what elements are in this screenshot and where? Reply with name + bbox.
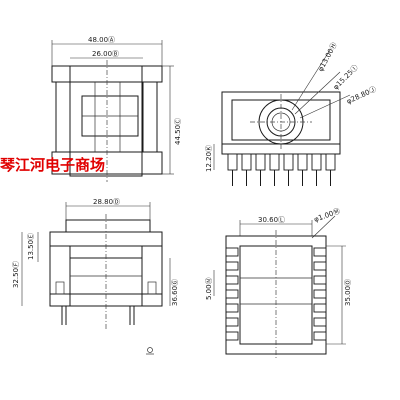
dim-right: 36.60Ⓖ	[171, 279, 179, 306]
front-view-bottom: 28.80Ⓓ 13.50Ⓔ 32.50Ⓕ 36.60Ⓖ	[12, 198, 179, 355]
pin	[255, 153, 266, 171]
pin-pad	[225, 303, 239, 313]
dim-side-height: 12.20Ⓚ	[205, 145, 213, 172]
dim-left-height: 13.50Ⓔ	[27, 233, 35, 260]
dim-d1: φ13.00Ⓗ	[317, 41, 339, 73]
pin-pad	[313, 331, 327, 341]
dim-pitch: 5.00Ⓝ	[205, 277, 213, 300]
pin	[227, 153, 238, 171]
pin-pad	[313, 289, 327, 299]
dim-bottom-width: 28.80Ⓓ	[93, 198, 120, 206]
side-view-top: φ13.00Ⓗ φ15.25Ⓘ φ28.80Ⓙ 12.20Ⓚ	[205, 41, 378, 186]
pin-pad	[225, 331, 239, 341]
dim-bottom-right-width: 30.60Ⓛ	[258, 216, 285, 224]
pin	[311, 153, 322, 171]
pin-pad	[313, 261, 327, 271]
pin-pad	[225, 289, 239, 299]
pin-pad	[225, 317, 239, 327]
pin-pad	[313, 317, 327, 327]
pin	[297, 153, 308, 171]
dim-left-outer: 32.50Ⓕ	[12, 261, 20, 288]
dim-d2: φ15.25Ⓘ	[332, 63, 360, 91]
pin	[283, 153, 294, 171]
pin	[269, 153, 280, 171]
dim-overall-width: 48.00Ⓐ	[88, 36, 115, 44]
dim-inner-width: 26.00Ⓑ	[92, 50, 119, 58]
dim-hole: φ1.00Ⓜ	[313, 207, 341, 224]
pin-pad	[313, 247, 327, 257]
pin-pad	[225, 261, 239, 271]
pin-pad	[225, 275, 239, 285]
watermark-text: 琴江河电子商场	[0, 156, 106, 174]
dim-height: 44.50Ⓒ	[174, 118, 182, 145]
dim-span: 35.00Ⓞ	[344, 279, 352, 306]
front-view-top: 48.00Ⓐ 26.00Ⓑ 44.50Ⓒ	[51, 36, 182, 182]
pin-pad	[313, 303, 327, 313]
dim-d3: φ28.80Ⓙ	[345, 85, 377, 106]
pin-pad	[225, 247, 239, 257]
pin	[325, 153, 336, 171]
bottom-view: 30.60Ⓛ φ1.00Ⓜ 5.00Ⓝ 35.00Ⓞ	[205, 207, 352, 360]
pin-pad	[313, 275, 327, 285]
pin	[241, 153, 252, 171]
